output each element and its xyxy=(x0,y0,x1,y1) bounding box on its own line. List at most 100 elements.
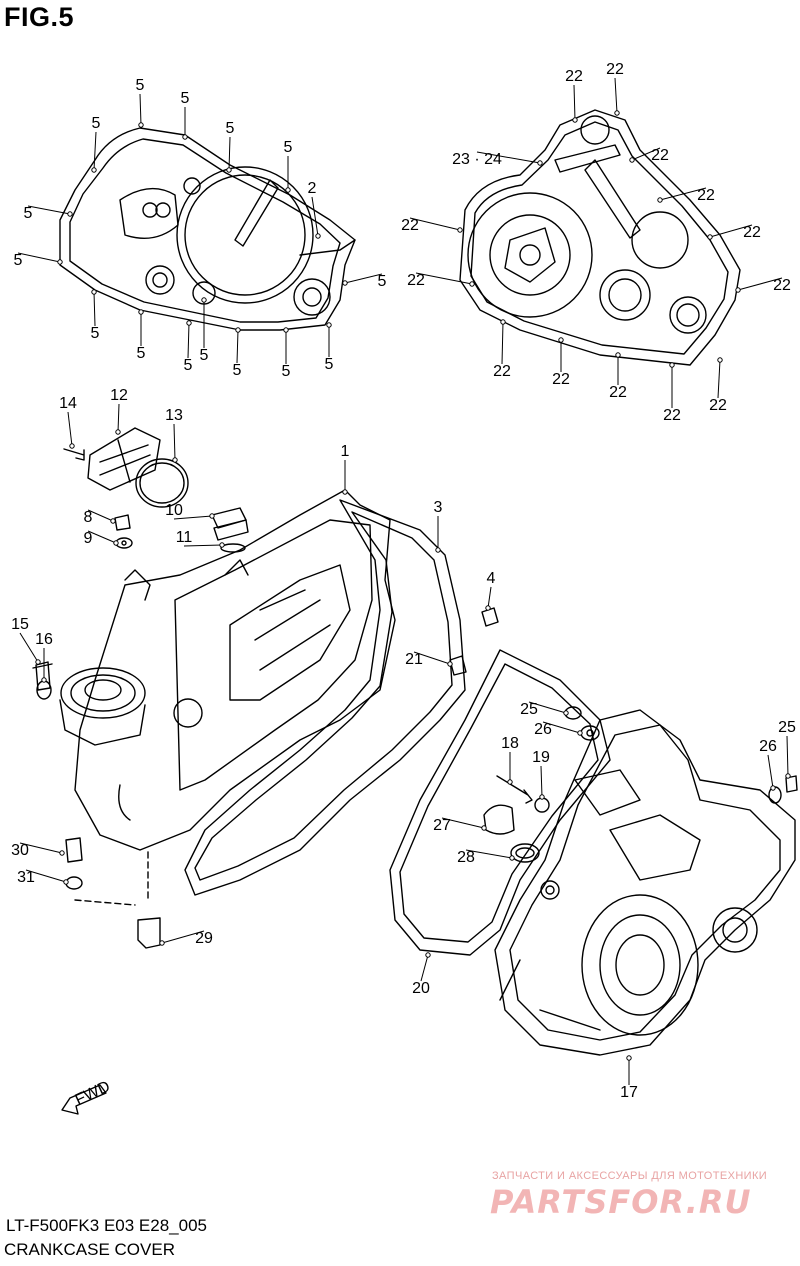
leader-line xyxy=(344,273,383,284)
leader-dot xyxy=(563,710,569,716)
leader-line xyxy=(717,359,721,399)
watermark-tagline: ЗАПЧАСТИ И АКСЕССУАРЫ ДЛЯ МОТОТЕХНИКИ xyxy=(492,1170,768,1182)
callout-number[interactable]: 13 xyxy=(165,407,183,424)
callout-number[interactable]: 2 xyxy=(308,180,317,197)
leader-line xyxy=(173,515,213,520)
leader-line xyxy=(465,849,513,859)
callout-number[interactable]: 5 xyxy=(136,77,145,94)
leader-dot xyxy=(669,362,675,368)
callout-number[interactable]: 1 xyxy=(341,443,350,460)
leader-line xyxy=(659,187,707,201)
callout-number[interactable]: 5 xyxy=(282,363,291,380)
leader-line xyxy=(17,252,61,263)
crankcase-right-half xyxy=(494,709,796,1056)
callout-number[interactable]: 3 xyxy=(434,499,443,516)
callout-number[interactable]: 5 xyxy=(24,205,33,222)
leader-line xyxy=(117,403,120,433)
callout-number[interactable]: 14 xyxy=(59,395,77,412)
gasket-3 xyxy=(184,499,466,896)
callout-number[interactable]: 8 xyxy=(84,509,93,526)
leader-line xyxy=(236,329,239,364)
callout-number[interactable]: 22 xyxy=(709,397,727,414)
callout-number[interactable]: 22 xyxy=(651,147,669,164)
leader-dot xyxy=(113,540,119,546)
callout-number[interactable]: 31 xyxy=(17,869,35,886)
leader-dot xyxy=(315,233,321,239)
leader-dot xyxy=(201,297,207,303)
callout-number[interactable]: 5 xyxy=(325,356,334,373)
figure-title: FIG.5 xyxy=(4,2,75,32)
leader-line xyxy=(311,196,319,237)
callout-number[interactable]: 22 xyxy=(663,407,681,424)
callout-number[interactable]: 22 xyxy=(493,363,511,380)
leader-line xyxy=(139,93,142,126)
fwd-label: FWD xyxy=(73,1078,113,1109)
leader-dot xyxy=(629,157,635,163)
callout-number[interactable]: 5 xyxy=(91,325,100,342)
leader-dot xyxy=(447,661,453,667)
magneto-cover-outer xyxy=(459,109,741,366)
callout-number[interactable]: 5 xyxy=(14,252,23,269)
callout-number[interactable]: 22 xyxy=(773,277,791,294)
callout-number[interactable]: 22 xyxy=(697,187,715,204)
leader-dot xyxy=(226,167,232,173)
leader-dot xyxy=(35,659,41,665)
callout-number[interactable]: 23 · 24 xyxy=(452,151,502,168)
callout-number[interactable]: 5 xyxy=(378,273,387,290)
callout-number[interactable]: 25 xyxy=(520,701,538,718)
callout-number[interactable]: 28 xyxy=(457,849,475,866)
callout-number[interactable]: 5 xyxy=(233,362,242,379)
callout-number[interactable]: 26 xyxy=(759,738,777,755)
callout-number[interactable]: 4 xyxy=(487,570,496,587)
callout-number[interactable]: 25 xyxy=(778,719,796,736)
leader-dot xyxy=(481,825,487,831)
leader-line xyxy=(415,272,473,285)
leader-line xyxy=(487,586,492,609)
callout-number[interactable]: 12 xyxy=(110,387,128,404)
callout-number[interactable]: 15 xyxy=(11,616,29,633)
callout-number[interactable]: 22 xyxy=(609,384,627,401)
callout-number[interactable]: 21 xyxy=(405,651,423,668)
callout-number[interactable]: 10 xyxy=(165,502,183,519)
callout-number[interactable]: 22 xyxy=(407,272,425,289)
leader-line xyxy=(441,817,485,829)
leader-dot xyxy=(507,779,513,785)
callout-number[interactable]: 5 xyxy=(92,115,101,132)
callout-number[interactable]: 5 xyxy=(181,90,190,107)
leader-line xyxy=(19,632,39,663)
callout-number[interactable]: 22 xyxy=(401,217,419,234)
callout-number[interactable]: 18 xyxy=(501,735,519,752)
callout-number[interactable]: 20 xyxy=(412,980,430,997)
callout-number[interactable]: 29 xyxy=(195,930,213,947)
callout-number[interactable]: 5 xyxy=(226,120,235,137)
callout-number[interactable]: 22 xyxy=(606,61,624,78)
leader-dot xyxy=(285,187,291,193)
leader-line xyxy=(420,954,429,982)
leader-dot xyxy=(209,513,215,519)
leader-line xyxy=(93,291,96,327)
leader-line xyxy=(786,735,789,777)
callout-number[interactable]: 22 xyxy=(743,224,761,241)
callout-number[interactable]: 5 xyxy=(284,139,293,156)
leader-dot xyxy=(485,605,491,611)
crankcase-left-half xyxy=(59,489,396,851)
callout-number[interactable]: 16 xyxy=(35,631,53,648)
leader-dot xyxy=(577,730,583,736)
small-parts-right xyxy=(483,706,798,863)
leader-dot xyxy=(770,785,776,791)
callout-number[interactable]: 5 xyxy=(137,345,146,362)
callout-number[interactable]: 22 xyxy=(565,68,583,85)
callout-number[interactable]: 27 xyxy=(433,817,451,834)
callout-number[interactable]: 26 xyxy=(534,721,552,738)
callout-number[interactable]: 19 xyxy=(532,749,550,766)
leader-line xyxy=(409,217,461,231)
callout-number[interactable]: 5 xyxy=(200,347,209,364)
leader-dot xyxy=(59,850,65,856)
callout-number[interactable]: 11 xyxy=(176,529,193,546)
callout-number[interactable]: 17 xyxy=(620,1084,638,1101)
callout-number[interactable]: 22 xyxy=(552,371,570,388)
callout-number[interactable]: 9 xyxy=(84,530,93,547)
callout-number[interactable]: 5 xyxy=(184,357,193,374)
callout-number[interactable]: 30 xyxy=(11,842,29,859)
